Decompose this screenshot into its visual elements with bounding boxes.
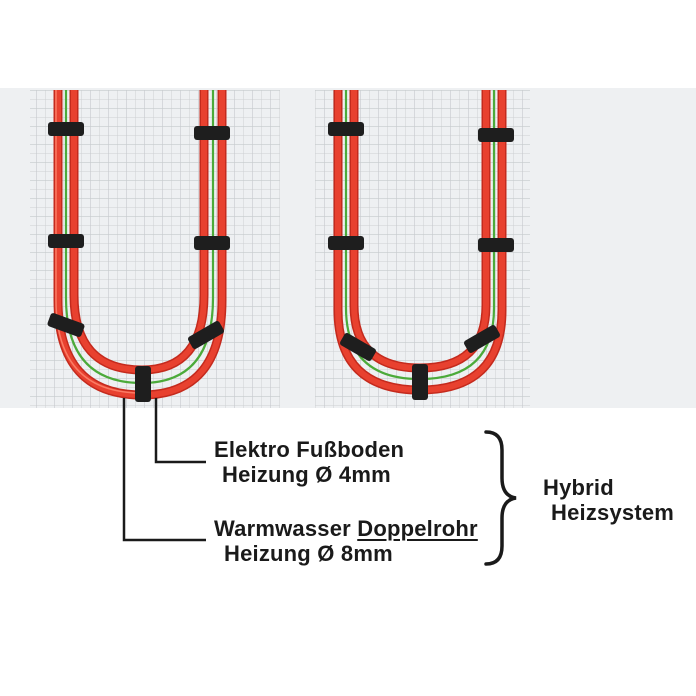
elektro-label-line1: Elektro Fußboden — [214, 437, 405, 462]
doppelrohr-text: Doppelrohr — [357, 516, 478, 541]
warmwasser-prefix: Warmwasser — [214, 516, 358, 541]
pipe-clips — [47, 122, 514, 402]
warmwasser-label-line2: Heizung Ø 8mm — [224, 541, 393, 566]
curly-brace — [484, 430, 517, 566]
hybrid-label-line2: Heizsystem — [551, 500, 675, 525]
warmwasser-label-line1: Warmwasser Doppelrohr — [214, 516, 478, 542]
hybrid-label-line1: Hybrid — [543, 475, 614, 500]
pointer-lines — [122, 398, 206, 542]
elektro-label-line2: Heizung Ø 4mm — [222, 462, 391, 487]
